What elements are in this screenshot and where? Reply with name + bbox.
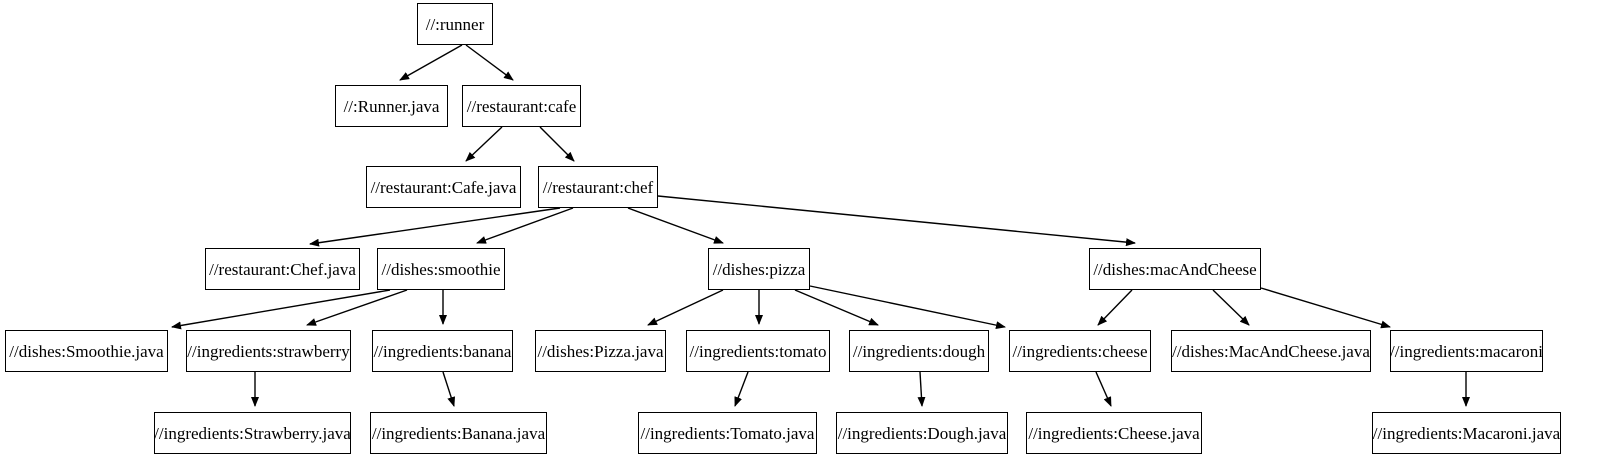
graph-node-restaurant_chef[interactable]: //restaurant:chef bbox=[538, 166, 658, 208]
graph-edge-dishes_pizza-to-ing_dough bbox=[794, 289, 879, 326]
graph-node-strawberry_java[interactable]: //ingredients:Strawberry.java bbox=[154, 412, 351, 454]
graph-node-runner_java[interactable]: //:Runner.java bbox=[335, 85, 448, 127]
graph-edge-restaurant_chef-to-dishes_smoothie bbox=[476, 207, 574, 244]
graph-node-banana_java[interactable]: //ingredients:Banana.java bbox=[370, 412, 547, 454]
graph-edge-restaurant_chef-to-dishes_pizza bbox=[627, 207, 724, 244]
graph-edge-runner-to-runner_java bbox=[399, 44, 463, 81]
graph-node-cheese_java[interactable]: //ingredients:Cheese.java bbox=[1026, 412, 1202, 454]
graph-node-label: //dishes:MacAndCheese.java bbox=[1172, 341, 1370, 361]
graph-node-label: //dishes:pizza bbox=[712, 259, 806, 279]
graph-node-label: //dishes:smoothie bbox=[381, 259, 501, 279]
graph-edge-restaurant_chef-to-chef_java bbox=[309, 207, 561, 247]
graph-edge-dishes_macandchz-to-ing_cheese bbox=[1097, 289, 1133, 326]
graph-node-ing_strawberry[interactable]: //ingredients:strawberry bbox=[186, 330, 351, 372]
graph-node-chef_java[interactable]: //restaurant:Chef.java bbox=[205, 248, 360, 290]
graph-node-label: //ingredients:Cheese.java bbox=[1028, 423, 1200, 443]
graph-node-label: //ingredients:tomato bbox=[689, 341, 827, 361]
graph-node-cafe_java[interactable]: //restaurant:Cafe.java bbox=[366, 166, 521, 208]
graph-node-label: //:runner bbox=[425, 14, 485, 34]
graph-node-restaurant_cafe[interactable]: //restaurant:cafe bbox=[462, 85, 581, 127]
graph-node-label: //restaurant:chef bbox=[542, 177, 654, 197]
graph-edge-dishes_smoothie-to-ing_strawberry bbox=[306, 289, 408, 326]
graph-edge-restaurant_chef-to-dishes_macandchz bbox=[657, 195, 1136, 247]
graph-node-label: //restaurant:Chef.java bbox=[209, 259, 356, 279]
graph-node-label: //dishes:Smoothie.java bbox=[9, 341, 164, 361]
graph-node-ing_macaroni[interactable]: //ingredients:macaroni bbox=[1390, 330, 1543, 372]
graph-node-runner[interactable]: //:runner bbox=[417, 3, 493, 45]
graph-node-label: //ingredients:dough bbox=[852, 341, 986, 361]
graph-node-dishes_pizza[interactable]: //dishes:pizza bbox=[708, 248, 810, 290]
graph-edge-ing_cheese-to-cheese_java bbox=[1095, 371, 1112, 407]
graph-node-label: //dishes:Pizza.java bbox=[537, 341, 664, 361]
graph-node-tomato_java[interactable]: //ingredients:Tomato.java bbox=[638, 412, 817, 454]
graph-edge-ing_dough-to-dough_java bbox=[917, 371, 926, 407]
graph-node-dishes_macandchz[interactable]: //dishes:macAndCheese bbox=[1089, 248, 1261, 290]
graph-node-label: //ingredients:macaroni bbox=[1390, 341, 1543, 361]
graph-node-label: //ingredients:Dough.java bbox=[837, 423, 1007, 443]
graph-edge-dishes_macandchz-to-ing_macaroni bbox=[1260, 287, 1391, 329]
graph-edge-dishes_macandchz-to-macandchz_java bbox=[1212, 289, 1250, 326]
graph-node-ing_dough[interactable]: //ingredients:dough bbox=[849, 330, 989, 372]
graph-node-ing_banana[interactable]: //ingredients:banana bbox=[372, 330, 513, 372]
graph-node-label: //restaurant:cafe bbox=[466, 96, 577, 116]
graph-node-ing_tomato[interactable]: //ingredients:tomato bbox=[686, 330, 830, 372]
graph-node-label: //ingredients:Banana.java bbox=[371, 423, 546, 443]
graph-node-macaroni_java[interactable]: //ingredients:Macaroni.java bbox=[1372, 412, 1561, 454]
graph-node-label: //ingredients:Strawberry.java bbox=[154, 423, 351, 443]
graph-node-label: //ingredients:Macaroni.java bbox=[1372, 423, 1561, 443]
graph-node-pizza_java[interactable]: //dishes:Pizza.java bbox=[535, 330, 666, 372]
graph-node-dishes_smoothie[interactable]: //dishes:smoothie bbox=[377, 248, 505, 290]
graph-node-smoothie_java[interactable]: //dishes:Smoothie.java bbox=[5, 330, 168, 372]
graph-node-label: //ingredients:Tomato.java bbox=[640, 423, 815, 443]
graph-edge-restaurant_cafe-to-restaurant_chef bbox=[539, 126, 575, 162]
graph-node-label: //restaurant:Cafe.java bbox=[370, 177, 517, 197]
graph-edge-dishes_smoothie-to-smoothie_java bbox=[171, 289, 391, 330]
graph-edge-ing_tomato-to-tomato_java bbox=[734, 371, 749, 407]
graph-node-macandchz_java[interactable]: //dishes:MacAndCheese.java bbox=[1171, 330, 1371, 372]
graph-node-ing_cheese[interactable]: //ingredients:cheese bbox=[1009, 330, 1151, 372]
graph-node-label: //dishes:macAndCheese bbox=[1093, 259, 1257, 279]
graph-edge-runner-to-restaurant_cafe bbox=[465, 44, 514, 81]
graph-node-label: //ingredients:cheese bbox=[1012, 341, 1148, 361]
graph-node-dough_java[interactable]: //ingredients:Dough.java bbox=[836, 412, 1008, 454]
graph-node-label: //:Runner.java bbox=[343, 96, 440, 116]
graph-edge-dishes_pizza-to-pizza_java bbox=[647, 289, 724, 326]
graph-edge-restaurant_cafe-to-cafe_java bbox=[465, 126, 503, 162]
graph-node-label: //ingredients:strawberry bbox=[187, 341, 350, 361]
graph-edge-dishes_pizza-to-ing_cheese bbox=[809, 285, 1006, 330]
graph-node-label: //ingredients:banana bbox=[373, 341, 512, 361]
graph-edge-ing_banana-to-banana_java bbox=[442, 371, 456, 407]
